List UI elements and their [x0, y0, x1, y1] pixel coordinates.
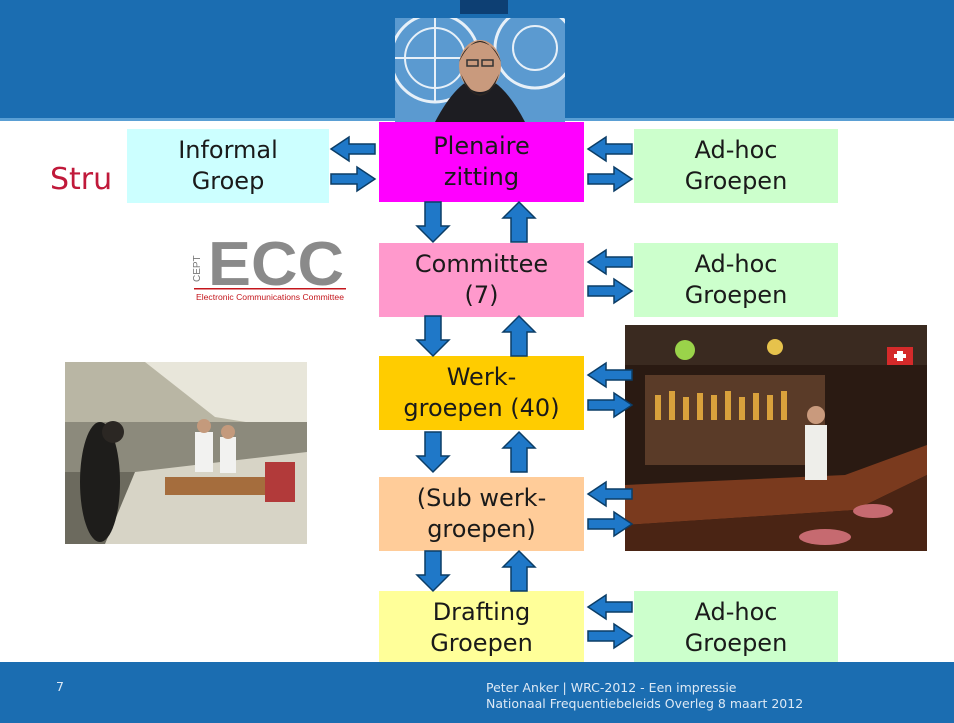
adhoc-top-line1: Ad-hoc	[694, 136, 778, 164]
arrow-plenary-to-informal	[330, 136, 376, 162]
arrow-bar-to-werk	[587, 362, 633, 388]
adhoc-mid-line2: Groepen	[684, 281, 788, 309]
arrow-subwerk-to-bar	[587, 511, 633, 537]
header-notch	[460, 0, 508, 14]
plenaire-line2: zitting	[443, 163, 520, 191]
ecc-logo: CEPT ECC Electronic Communications Commi…	[190, 232, 350, 304]
speaker-photo	[395, 18, 565, 122]
arrow-subwerk-down	[416, 550, 450, 592]
arrow-subwerk-up	[502, 431, 536, 473]
drafting-groepen-box: Drafting Groepen	[379, 591, 584, 665]
subwerk-line2: groepen)	[427, 515, 536, 543]
adhoc-bottom-box: Ad-hoc Groepen	[634, 591, 838, 665]
werkgroepen-box: Werk- groepen (40)	[379, 356, 584, 430]
informal-line2: Groep	[191, 167, 265, 195]
drafting-line1: Drafting	[432, 598, 531, 626]
werk-line2: groepen (40)	[403, 394, 560, 422]
drafting-line2: Groepen	[430, 629, 533, 657]
arrow-werk-to-bar	[587, 392, 633, 418]
arrow-werk-down	[416, 431, 450, 473]
informal-line1: Informal	[178, 136, 278, 164]
arrow-adhoc-to-plenary	[587, 136, 633, 162]
werk-line1: Werk-	[446, 363, 517, 391]
footer-band	[0, 662, 954, 723]
committee-line1: Committee	[414, 250, 549, 278]
logo-ecc-text: ECC	[208, 232, 344, 299]
arrow-adhoc-to-drafting	[587, 594, 633, 620]
arrow-committee-up	[502, 201, 536, 243]
plenaire-zitting-box: Plenaire zitting	[379, 122, 584, 202]
adhoc-top-box: Ad-hoc Groepen	[634, 129, 838, 203]
footer-line2: Nationaal Frequentiebeleids Overleg 8 ma…	[486, 696, 804, 711]
logo-cept-text: CEPT	[192, 255, 203, 282]
adhoc-mid-line1: Ad-hoc	[694, 250, 778, 278]
footer-line1: Peter Anker | WRC-2012 - Een impressie	[486, 680, 737, 695]
page-number: 7	[56, 679, 64, 694]
exhibition-photo	[65, 362, 307, 544]
arrow-drafting-up	[502, 550, 536, 592]
arrow-informal-to-plenary	[330, 166, 376, 192]
committee-line2: (7)	[464, 281, 499, 309]
adhoc-top-line2: Groepen	[684, 167, 788, 195]
bar-photo	[625, 325, 927, 551]
adhoc-mid-box: Ad-hoc Groepen	[634, 243, 838, 317]
arrow-committee-to-adhoc	[587, 278, 633, 304]
committee-box: Committee (7)	[379, 243, 584, 317]
informal-groep-box: Informal Groep	[127, 129, 329, 203]
arrow-committee-down	[416, 315, 450, 357]
sub-werkgroepen-box: (Sub werk- groepen)	[379, 477, 584, 551]
arrow-adhoc-to-committee	[587, 249, 633, 275]
slide-title: Stru	[50, 162, 113, 197]
plenaire-line1: Plenaire	[433, 132, 530, 160]
adhoc-bottom-line1: Ad-hoc	[694, 598, 778, 626]
logo-subtitle: Electronic Communications Committee	[196, 292, 344, 302]
subwerk-line1: (Sub werk-	[416, 484, 547, 512]
arrow-plenary-to-adhoc	[587, 166, 633, 192]
arrow-plenary-down	[416, 201, 450, 243]
arrow-bar-to-subwerk	[587, 481, 633, 507]
arrow-werk-up	[502, 315, 536, 357]
arrow-drafting-to-adhoc	[587, 623, 633, 649]
adhoc-bottom-line2: Groepen	[684, 629, 788, 657]
